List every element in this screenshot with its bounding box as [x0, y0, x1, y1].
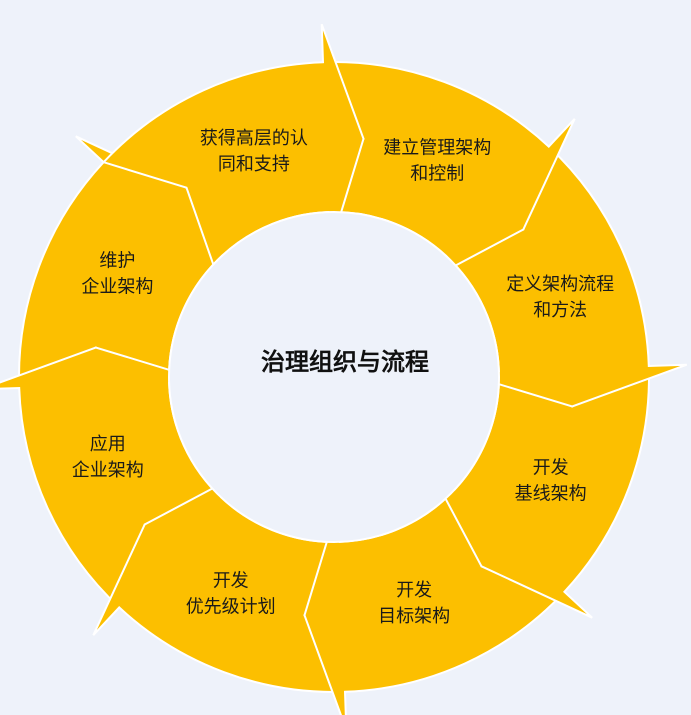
step-label-develop-plan-line-1: 开发 — [213, 571, 249, 592]
step-label-develop-target-line-1: 开发 — [396, 580, 432, 601]
step-label-build-management-line-1: 建立管理架构 — [383, 137, 491, 158]
step-label-develop-baseline-line-2: 基线架构 — [515, 483, 587, 504]
step-label-build-management-line-2: 和控制 — [410, 163, 464, 184]
step-label-define-process-line-1: 定义架构流程 — [506, 274, 614, 295]
step-label-apply-architecture-line-2: 企业架构 — [72, 460, 144, 481]
center-hole — [168, 211, 500, 543]
cycle-arrow-segments — [0, 23, 688, 715]
step-label-develop-plan-line-2: 优先级计划 — [186, 597, 276, 618]
step-label-develop-target-line-2: 目标架构 — [378, 606, 450, 627]
step-label-apply-architecture-line-1: 应用 — [90, 434, 126, 455]
step-label-gain-support-line-2: 同和支持 — [218, 154, 290, 175]
cycle-step-labels: 获得高层的认同和支持建立管理架构和控制定义架构流程和方法开发基线架构开发目标架构… — [72, 128, 614, 627]
step-label-gain-support-line-1: 获得高层的认 — [200, 128, 308, 149]
step-label-maintain-architecture-line-2: 企业架构 — [81, 277, 153, 298]
step-label-define-process-line-2: 和方法 — [533, 300, 587, 321]
step-label-maintain-architecture-line-1: 维护 — [99, 251, 135, 272]
step-label-develop-baseline-line-1: 开发 — [533, 457, 569, 478]
center-title: 治理组织与流程 — [261, 348, 429, 376]
